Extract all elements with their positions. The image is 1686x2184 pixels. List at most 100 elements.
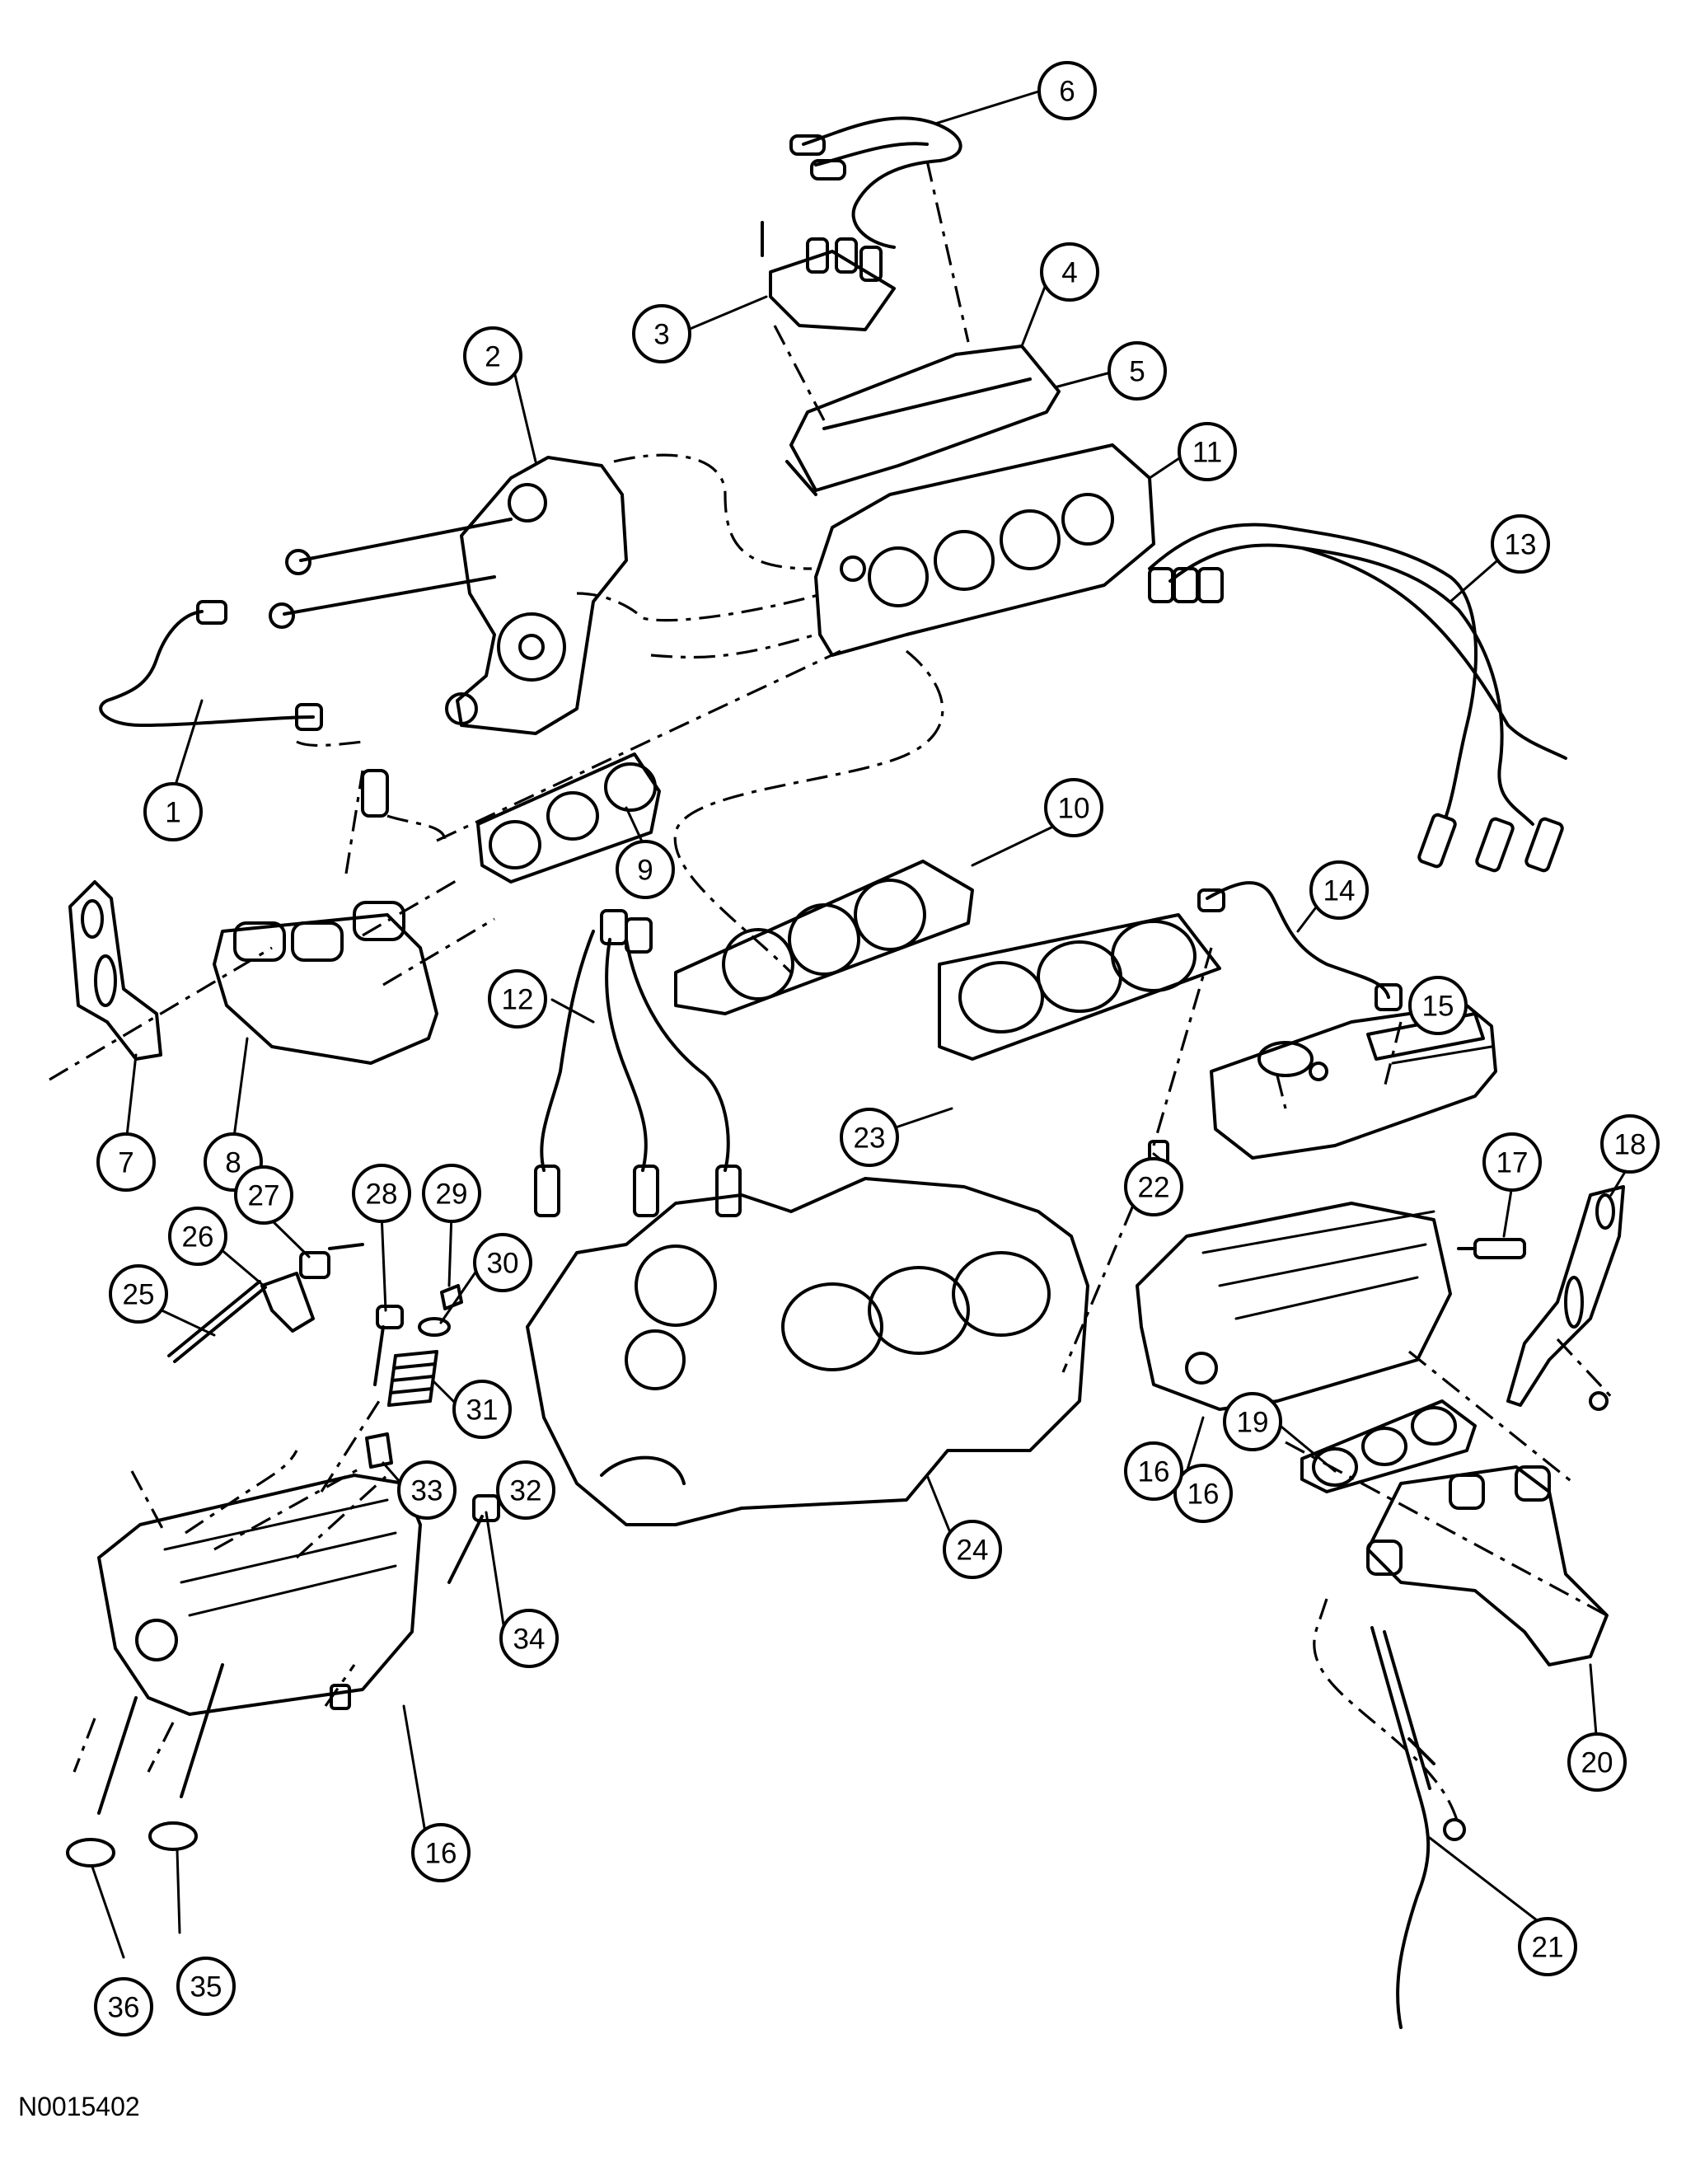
part-drawings (66, 116, 1625, 2029)
callout-circle (1040, 242, 1099, 302)
callout-number: 3 (653, 319, 669, 351)
callout-number: 19 (1237, 1407, 1269, 1439)
part-2-bracket (269, 456, 628, 735)
callout-21: 21 (1518, 1917, 1577, 1976)
callout-circle (1600, 1114, 1660, 1174)
callout-circle (616, 840, 675, 899)
callout-number: 12 (502, 984, 534, 1016)
callout-number: 25 (123, 1279, 155, 1311)
callout-number: 17 (1496, 1147, 1529, 1179)
part-13-plug-wires (1148, 523, 1567, 873)
part-9-gasket (476, 752, 661, 883)
callout-number: 16 (1187, 1479, 1220, 1511)
part-35-valve (148, 1663, 224, 1851)
part-14-tube (1197, 881, 1403, 1011)
callout-24: 24 (943, 1520, 1002, 1579)
callout-number: 4 (1061, 257, 1077, 289)
callout-13: 13 (1491, 514, 1550, 574)
callout-circle (840, 1108, 899, 1167)
callout-29: 29 (422, 1164, 481, 1223)
callout-20: 20 (1567, 1732, 1627, 1792)
callout-16: 16 (1173, 1464, 1233, 1523)
callout-25: 25 (109, 1264, 168, 1324)
callout-circle (1178, 422, 1237, 481)
callout-circle (943, 1520, 1002, 1579)
callout-circle (96, 1132, 156, 1192)
callout-3: 3 (632, 304, 691, 363)
callout-23: 23 (840, 1108, 899, 1167)
part-11-cylinder-head (814, 443, 1155, 657)
part-3-ignition-coil (761, 221, 896, 331)
part-1-tube (99, 600, 323, 731)
part-19-gasket (1300, 1399, 1477, 1493)
part-6-tube (789, 116, 962, 249)
callout-2: 2 (463, 326, 522, 386)
callout-circle (499, 1609, 559, 1668)
part-29-keeper (440, 1284, 463, 1310)
callout-1: 1 (143, 782, 203, 841)
callout-number: 32 (510, 1475, 542, 1507)
part-small-sensor (361, 769, 389, 818)
part-7-bracket (68, 880, 162, 1061)
callout-circle (1223, 1392, 1282, 1451)
callout-number: 6 (1059, 76, 1075, 108)
alignment-lines (49, 160, 1617, 1826)
callout-12: 12 (488, 969, 547, 1029)
callout-16: 16 (1124, 1441, 1183, 1501)
part-16-head-left (97, 1474, 422, 1716)
part-31-valve-spring (387, 1350, 438, 1407)
callout-number: 29 (436, 1179, 468, 1211)
callout-circle (496, 1460, 555, 1520)
callout-number: 21 (1532, 1932, 1564, 1964)
callout-circle (1567, 1732, 1627, 1792)
callout-circle (397, 1460, 457, 1520)
callout-number: 16 (1138, 1456, 1170, 1488)
callout-number: 22 (1138, 1172, 1170, 1204)
callout-number: 7 (118, 1147, 133, 1179)
callout-4: 4 (1040, 242, 1099, 302)
callout-circle (473, 1233, 532, 1292)
callout-circle (463, 326, 522, 386)
callout-32: 32 (496, 1460, 555, 1520)
callout-circle (143, 782, 203, 841)
callout-circle (1518, 1917, 1577, 1976)
callout-28: 28 (352, 1164, 411, 1223)
callout-circle (352, 1164, 411, 1223)
part-30-retainer (418, 1317, 451, 1337)
callout-11: 11 (1178, 422, 1237, 481)
callout-number: 20 (1581, 1747, 1613, 1779)
callout-6: 6 (1037, 61, 1097, 120)
callout-number: 8 (225, 1147, 241, 1179)
part-12-plug-wires (534, 909, 742, 1217)
callout-circle (109, 1264, 168, 1324)
callout-16: 16 (411, 1823, 471, 1882)
part-18-bracket (1506, 1185, 1625, 1411)
part-17-spark-plug (1457, 1238, 1526, 1259)
callout-circle (94, 1977, 153, 2036)
callout-number: 18 (1614, 1129, 1646, 1161)
callout-number: 34 (513, 1624, 546, 1656)
callout-circle (488, 969, 547, 1029)
callout-circle (1124, 1157, 1183, 1216)
part-33-valve-seal (365, 1432, 393, 1469)
callout-33: 33 (397, 1460, 457, 1520)
part-8-manifold (213, 901, 438, 1065)
callout-number: 33 (411, 1475, 443, 1507)
callout-circle (1408, 976, 1468, 1035)
callout-number: 15 (1422, 991, 1454, 1023)
callout-18: 18 (1600, 1114, 1660, 1174)
callout-number: 35 (190, 1971, 222, 2004)
callout-number: 1 (165, 797, 180, 829)
callout-number: 36 (108, 1992, 140, 2024)
part-26-rocker-arm (260, 1272, 315, 1333)
callout-circle (1124, 1441, 1183, 1501)
callout-36: 36 (94, 1977, 153, 2036)
callout-number: 9 (637, 855, 653, 887)
callout-circle (422, 1164, 481, 1223)
callout-number: 14 (1323, 875, 1356, 907)
callout-number: 5 (1129, 356, 1145, 388)
part-10-head-gasket (674, 860, 974, 1015)
callout-17: 17 (1482, 1132, 1542, 1192)
callout-circle (1309, 860, 1369, 920)
